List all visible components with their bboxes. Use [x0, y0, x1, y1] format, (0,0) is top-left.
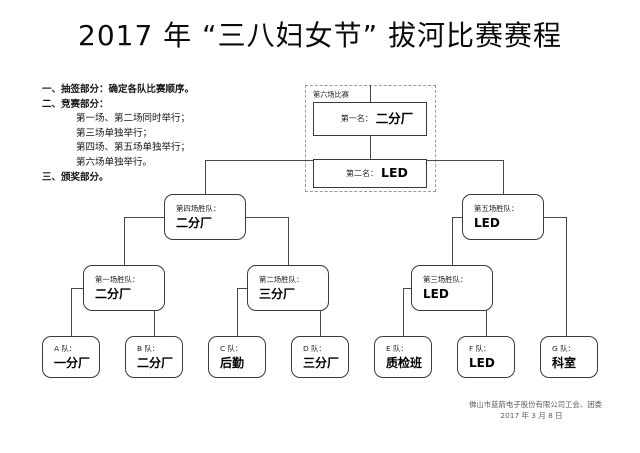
- team-g-value: 科室: [552, 356, 577, 371]
- page-title: 2017 年 “三八妇女节” 拔河比赛赛程: [78, 19, 562, 52]
- connector-teamF-up: [486, 288, 487, 336]
- final-group-caption: 第六场比赛: [313, 90, 349, 99]
- team-a-label: A 队：: [54, 343, 77, 353]
- connector-teamC-up: [237, 288, 238, 336]
- team-c-value: 后勤: [220, 356, 245, 371]
- team-box-g: G 队： 科室: [540, 336, 598, 378]
- final-second-place-box: 第二名： LED: [313, 159, 427, 188]
- team-d-label: D 队：: [303, 343, 326, 353]
- team-box-e: E 队： 质检班: [374, 336, 432, 378]
- team-box-d: D 队： 三分厂: [291, 336, 349, 378]
- quarterfinal-match3-label: 第三场胜队：: [423, 274, 468, 284]
- team-box-c: C 队： 后勤: [208, 336, 266, 378]
- final-second-place-value: LED: [381, 165, 408, 181]
- final-first-place-value: 二分厂: [375, 110, 414, 126]
- footer-block: 佛山市蓝箭电子股份有限公司工会、团委 2017 年 3 月 8 日: [469, 399, 602, 421]
- connector-match5-up: [503, 160, 504, 194]
- footer-organization: 佛山市蓝箭电子股份有限公司工会、团委: [468, 400, 602, 409]
- semifinal-match5-label: 第五场胜队：: [474, 203, 519, 213]
- notes-block: 一、抽签部分：确定各队比赛顺序。 二、竞赛部分： 第一场、第二场同时举行； 第三…: [42, 83, 292, 185]
- connector-final-down: [370, 85, 371, 102]
- connector-match4-up: [205, 160, 206, 194]
- team-box-f: F 队： LED: [457, 336, 515, 378]
- team-g-label: G 队：: [552, 343, 575, 353]
- note-line-6: 第六场单独举行。: [76, 156, 153, 168]
- team-c-label: C 队：: [220, 343, 243, 353]
- connector-match1-up: [124, 217, 125, 265]
- connector-teamA-up: [71, 288, 72, 336]
- team-f-label: F 队：: [469, 343, 491, 353]
- quarterfinal-match1-value: 二分厂: [95, 287, 132, 302]
- quarterfinal-match1-label: 第一场胜队：: [95, 274, 140, 284]
- team-f-value: LED: [469, 356, 495, 371]
- team-b-label: B 队：: [137, 343, 160, 353]
- quarterfinal-match2-label: 第二场胜队：: [259, 274, 304, 284]
- note-line-2: 二、竞赛部分：: [42, 98, 109, 110]
- team-a-value: 一分厂: [54, 356, 91, 371]
- note-line-7: 三、颁奖部分。: [42, 171, 109, 183]
- semifinal-match5-box: 第五场胜队： LED: [462, 194, 544, 240]
- quarterfinal-match1-box: 第一场胜队： 二分厂: [83, 265, 165, 311]
- note-line-4: 第三场单独举行；: [76, 127, 153, 139]
- final-second-place-label: 第二名：: [346, 168, 379, 178]
- connector-match3-up: [452, 217, 453, 265]
- team-b-value: 二分厂: [137, 356, 174, 371]
- semifinal-match4-label: 第四场胜队：: [176, 203, 221, 213]
- team-box-a: A 队： 一分厂: [42, 336, 100, 378]
- connector-teamD-up: [320, 288, 321, 336]
- connector-teamB-up: [154, 288, 155, 336]
- semifinal-match5-value: LED: [474, 216, 500, 231]
- note-line-1: 一、抽签部分：确定各队比赛顺序。: [42, 84, 195, 95]
- final-first-place-label: 第一名：: [340, 114, 373, 123]
- final-first-place-box: 第一名： 二分厂: [313, 102, 427, 136]
- semifinal-match4-box: 第四场胜队： 二分厂: [164, 194, 246, 240]
- team-e-value: 质检班: [386, 356, 423, 371]
- footer-date: 2017 年 3 月 8 日: [500, 411, 563, 420]
- connector-match2-up: [288, 217, 289, 265]
- quarterfinal-match2-value: 三分厂: [259, 287, 296, 302]
- team-d-value: 三分厂: [303, 356, 340, 371]
- semifinal-match4-value: 二分厂: [176, 216, 213, 231]
- note-line-5: 第四场、第五场单独举行；: [76, 142, 191, 154]
- connector-teamE-up: [403, 288, 404, 336]
- connector-final-stem: [370, 136, 371, 159]
- quarterfinal-match3-box: 第三场胜队： LED: [411, 265, 493, 311]
- connector-teamG-up: [566, 217, 567, 336]
- note-line-3: 第一场、第二场同时举行；: [76, 113, 191, 125]
- team-box-b: B 队： 二分厂: [125, 336, 183, 378]
- quarterfinal-match3-value: LED: [423, 287, 449, 302]
- quarterfinal-match2-box: 第二场胜队： 三分厂: [247, 265, 329, 311]
- team-e-label: E 队：: [386, 343, 408, 353]
